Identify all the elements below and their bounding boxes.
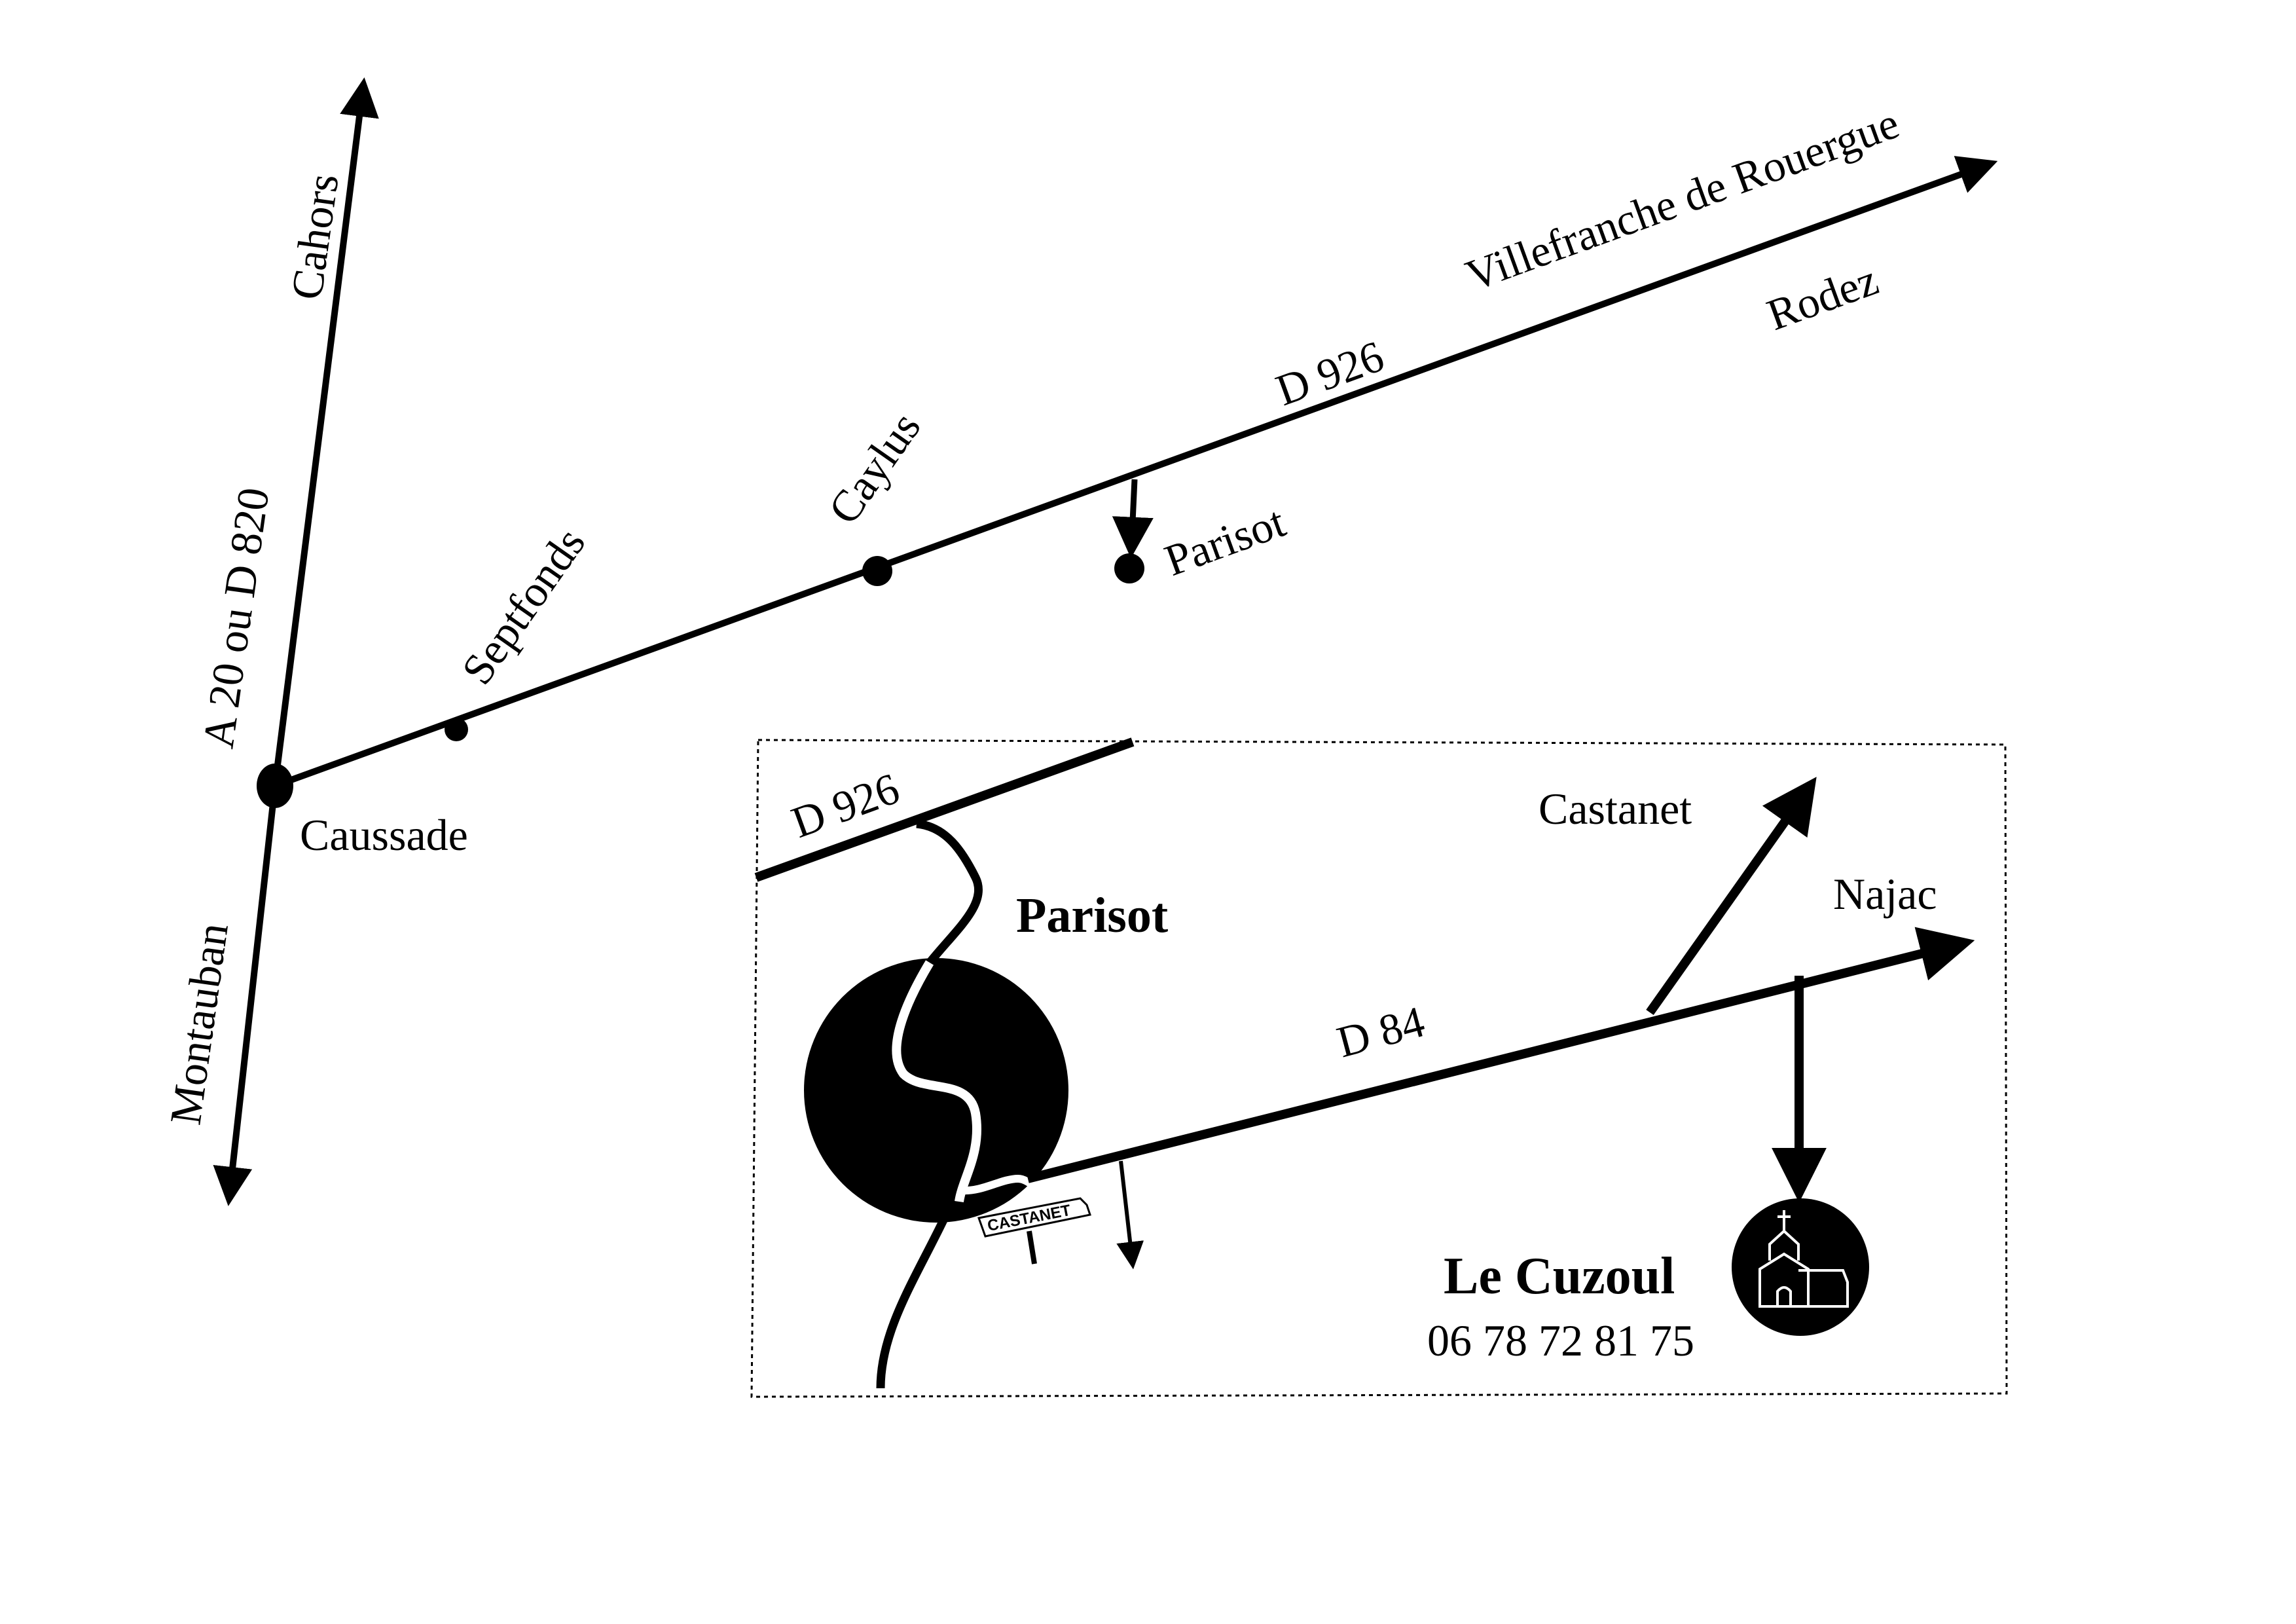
village-road-spur [962,1174,1040,1195]
village-road-south [876,1213,950,1389]
d926-segment [754,737,1135,882]
village-road-north [916,819,983,966]
inset-label-najac: Najac [1833,869,1937,919]
castanet-branch [1646,777,1817,1016]
label-caylus: Caylus [818,403,930,532]
label-parisot: Parisot [1158,496,1292,585]
parisot-dot [1114,553,1144,583]
parisot-branch-arrow [1112,479,1154,559]
d84-road [1027,927,1975,1183]
label-highway: A 20 ou D 820 [193,485,279,751]
inset-label-parisot: Parisot [1016,888,1168,943]
septfonds-dot [445,718,468,741]
detail-inset: CASTANET D 926 Parisot D 84 Castanet Naj… [750,737,2008,1398]
caussade-dot [257,764,293,808]
a20-road-north [272,77,379,786]
south-arrow [1116,1160,1144,1270]
inset-label-d84: D 84 [1332,996,1429,1067]
overview-map: Cahors A 20 ou D 820 Montauban Caussade … [160,77,1998,1206]
church-icon [1758,1210,1849,1308]
cuzoul-marker [1732,1198,1869,1336]
destination-name: Le Cuzoul [1444,1247,1675,1305]
village-road-inner [892,960,982,1203]
label-rodez: Rodez [1760,254,1884,340]
destination-phone: 06 78 72 81 75 [1427,1316,1694,1365]
inset-label-castanet: Castanet [1539,784,1692,834]
d926-road [274,156,1998,789]
label-caussade: Caussade [300,810,468,860]
a20-road-south [213,785,278,1206]
label-septfonds: Septfonds [452,519,594,693]
caylus-dot [862,556,892,586]
label-montauban: Montauban [160,920,238,1128]
inset-frame [750,739,2008,1398]
